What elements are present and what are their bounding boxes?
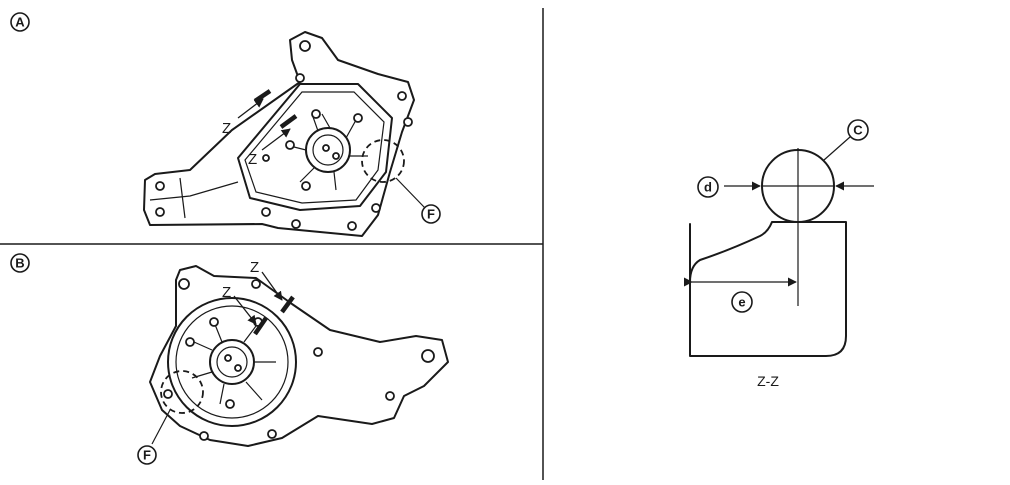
callout-circle-a — [361, 139, 405, 183]
z-label-a-top: Z — [222, 120, 231, 137]
z-label-b-top: Z — [250, 259, 259, 276]
svg-text:F: F — [427, 207, 435, 222]
pump-body-top-view — [143, 31, 415, 237]
panel-a: A — [10, 12, 441, 237]
section-arrow-a2 — [261, 128, 291, 151]
section-arrow-b2 — [233, 295, 257, 325]
section-mark-b1 — [280, 295, 295, 314]
section-arrow-b1 — [261, 271, 283, 301]
section-mark-a2 — [279, 114, 298, 129]
label-e-badge: e — [731, 291, 753, 313]
label-d-badge: d — [697, 176, 719, 198]
svg-text:e: e — [738, 295, 745, 310]
svg-text:C: C — [853, 123, 863, 138]
callout-leader-a — [395, 177, 426, 209]
panel-b: B — [10, 253, 449, 465]
section-mark-b2 — [253, 316, 268, 336]
svg-text:d: d — [704, 180, 712, 195]
section-caption: Z-Z — [757, 373, 779, 389]
panel-a-label-badge: A — [10, 12, 30, 32]
z-label-b-bottom: Z — [222, 284, 231, 301]
z-label-a-bottom: Z — [248, 151, 257, 168]
callout-leader-b — [151, 409, 171, 445]
section-z-z-detail: C d e Z-Z — [683, 119, 874, 389]
callout-f-badge-b: F — [137, 445, 157, 465]
groove-profile — [689, 221, 847, 357]
svg-text:A: A — [15, 15, 25, 30]
svg-text:B: B — [15, 256, 24, 271]
pump-body-bottom-view — [149, 265, 449, 447]
callout-circle-b — [160, 370, 204, 414]
svg-text:F: F — [143, 448, 151, 463]
section-arrow-a1 — [237, 98, 264, 119]
label-c-badge: C — [847, 119, 869, 141]
callout-f-badge-a: F — [421, 204, 441, 224]
panel-b-label-badge: B — [10, 253, 30, 273]
